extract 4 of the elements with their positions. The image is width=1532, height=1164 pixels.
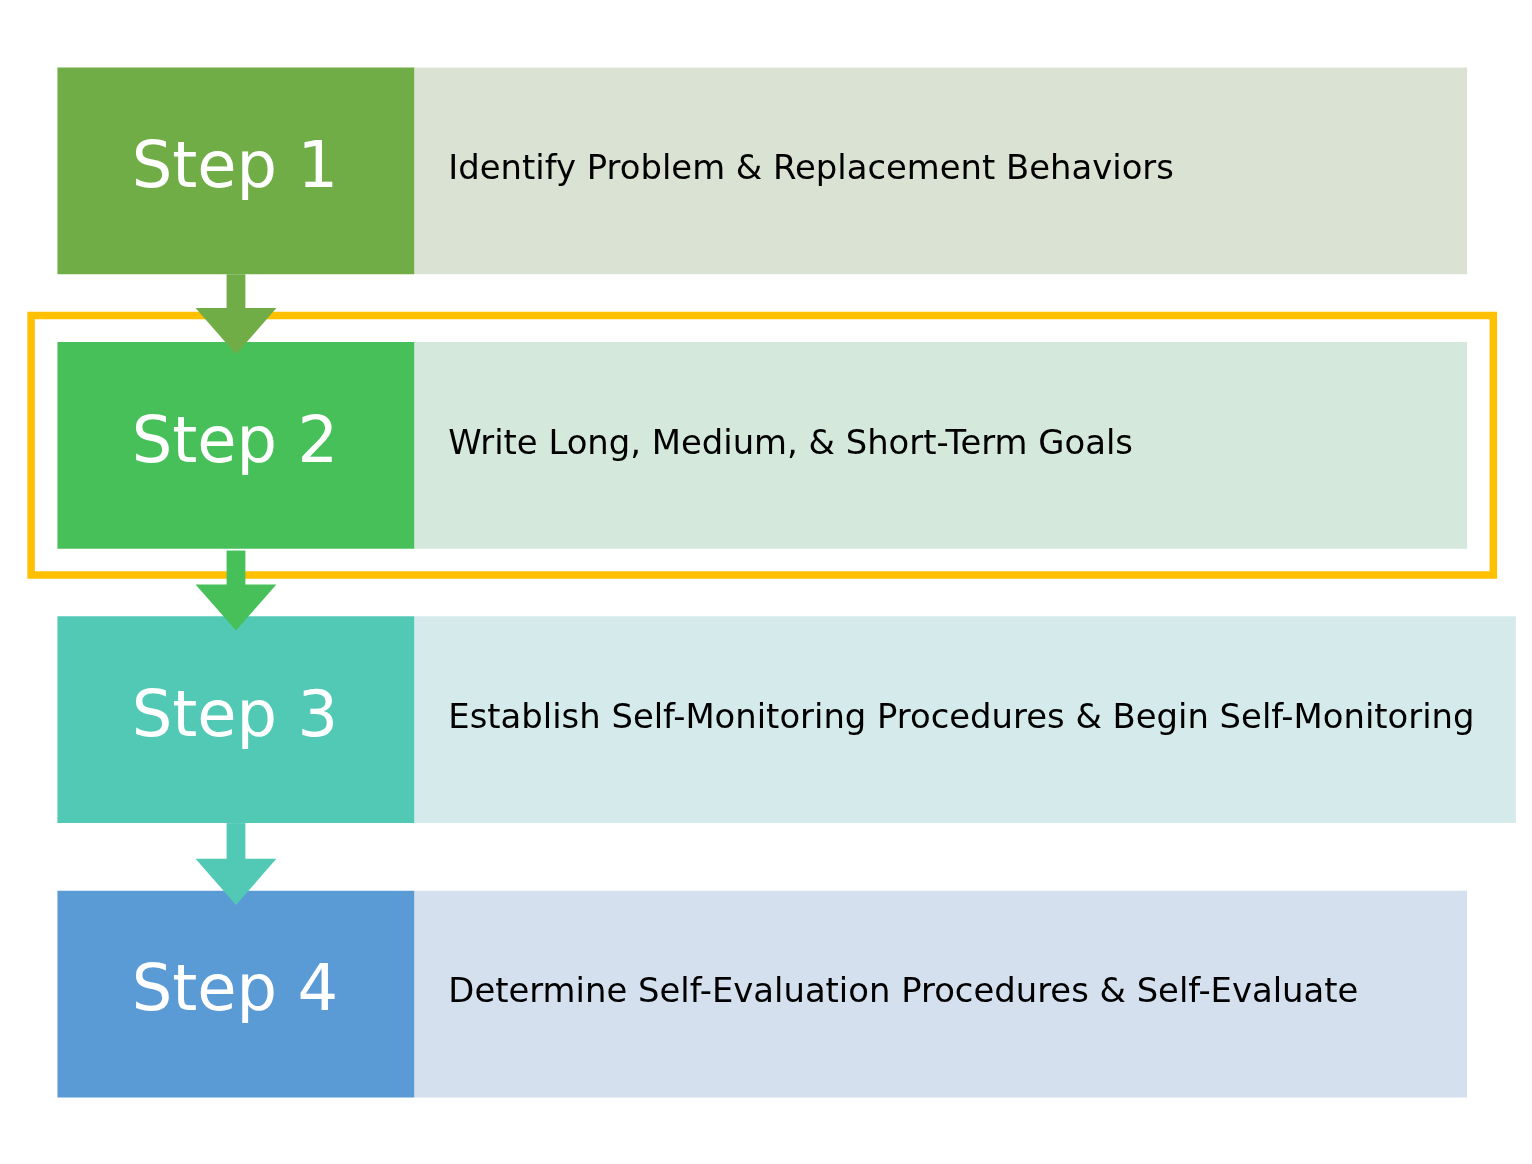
arrow bbox=[195, 822, 277, 905]
arrow bbox=[195, 273, 277, 354]
cluster bbox=[27, 311, 1498, 579]
arrow bbox=[195, 550, 277, 631]
